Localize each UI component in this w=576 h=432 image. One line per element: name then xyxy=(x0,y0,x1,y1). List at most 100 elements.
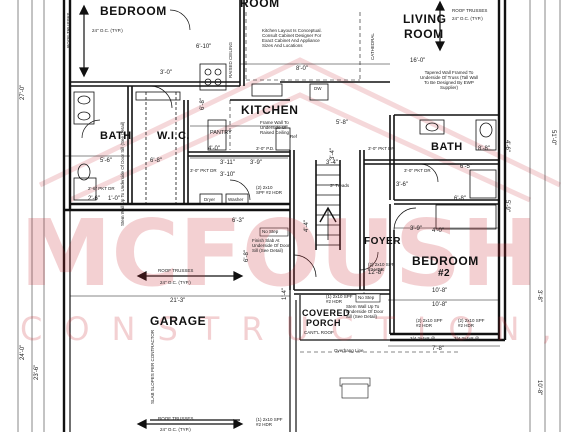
tag-markers xyxy=(259,227,381,399)
room-label-porch: PORCH xyxy=(306,318,342,328)
dim-d10: 10'-8" xyxy=(432,302,448,308)
raised-ceiling-text: RAISED CEILING xyxy=(228,41,233,78)
dim-d38: 1'-0" xyxy=(108,196,120,202)
dim-d43: 3'-0" PKT DR xyxy=(368,146,395,151)
watermark-house-outline xyxy=(38,57,562,203)
appliance-dryer: Dryer xyxy=(204,197,215,202)
room-label-covered: COVERED xyxy=(302,308,351,318)
note-header-6: (1) 2x10 SPF #2 HDR xyxy=(326,294,353,304)
room-label-pantry: PANTRY xyxy=(210,130,232,136)
dim-d12: 3'-9" xyxy=(410,226,422,232)
slab-slopes-text: SLAB SLOPES PER CONTRACTOR xyxy=(150,329,155,404)
dim-d5: 6'-8" xyxy=(150,158,162,164)
exterior-walls xyxy=(62,0,507,432)
roof-trusses-text: ROOF TRUSSES xyxy=(66,12,71,48)
dim-d15: 16'-0" xyxy=(410,58,426,64)
dim-d32-text: 1'-4" xyxy=(282,288,288,300)
dim-d30-text: 5'-9" xyxy=(504,200,510,212)
room-label-foyer: FOYER xyxy=(364,236,401,247)
dim-d29-text: 3'-8" xyxy=(536,290,542,302)
room-label-garage: GARAGE xyxy=(150,314,207,328)
note-header-4: (2) 2x10 SPF #2 HDR xyxy=(458,318,485,328)
dim-d42: 2'-6" PKT DR xyxy=(88,186,115,191)
appliance-ref: Ref xyxy=(290,134,298,139)
dim-d6: 3'-9" xyxy=(250,160,262,166)
watermark-sub: CONSTRUCTION, LLC xyxy=(20,310,576,348)
note-treads: 3" Treads xyxy=(330,183,350,188)
note-raised-ceiling: RAISED CEILING xyxy=(228,42,233,78)
truss-arrows xyxy=(79,0,445,429)
garage-outline xyxy=(69,210,390,432)
dim-d18: 3'-10" xyxy=(220,172,236,178)
room-label-kitchen: KITCHEN xyxy=(241,103,299,117)
dim-d14: 21'-3" xyxy=(170,298,186,304)
steps xyxy=(315,164,341,246)
dim-d35-text: 6'-8" xyxy=(244,250,250,262)
note-cathedral: CATHEDRAL xyxy=(370,33,375,60)
note-lintel-1: 3/4 2x4x8 @ xyxy=(410,336,436,341)
dim-d17: 6'-3" xyxy=(232,218,244,224)
dim-d1: 3'-0" xyxy=(160,70,172,76)
dim-d4: 5'-6" xyxy=(100,158,112,164)
note-roof-trusses-garage-1: ROOF TRUSSES xyxy=(158,268,194,273)
appliance-dw: DW xyxy=(314,86,322,91)
note-roof-trusses-right: ROOF TRUSSES xyxy=(452,8,488,13)
note-header-3: (2) 2x10 SPF #2 HDR xyxy=(416,318,443,328)
dim-d28: 10'-8" xyxy=(536,380,542,395)
dim-d34-text: 4'-4" xyxy=(304,220,310,232)
dim-d36-text: 6'-8" xyxy=(200,98,206,110)
dim-d9: 3'-4" xyxy=(326,160,338,166)
note-header-1: (2) 2x10 SPF #2 HDR xyxy=(256,185,283,195)
note-kitchen-layout: Kitchen Layout Is Conceptual. Consult Ca… xyxy=(262,28,322,48)
dim-d29: 3'-8" xyxy=(536,290,542,302)
room-label-living-2: ROOM xyxy=(404,27,444,41)
dim-d36: 6'-8" xyxy=(200,98,206,110)
dim-d33: 3'-4" xyxy=(330,148,336,160)
dim-d23: 6'-5" xyxy=(460,164,472,170)
note-stem-wall: Stem Wall Up To Underside Of Door Sill (… xyxy=(120,122,125,226)
room-label-room-top: ROOM xyxy=(240,0,280,10)
stem-wall-text: Stem Wall Up To Underside Of Door Sill (… xyxy=(120,121,125,226)
cathedral-text: CATHEDRAL xyxy=(370,33,375,60)
dim-d7: 4'-0" xyxy=(208,146,220,152)
note-finish-slab: Finish Slab At Underside Of Door Sill (S… xyxy=(252,238,290,253)
note-tapered-wall: Tapered Wall Framed To Underside Of Trus… xyxy=(419,70,479,90)
dim-d21: 3'-6" xyxy=(396,182,408,188)
dim-d25: 24'-0" xyxy=(20,345,26,360)
fixtures xyxy=(73,63,497,230)
dim-d31: 4'-6" xyxy=(504,140,510,152)
dim-d37: 2'-6" xyxy=(88,196,100,202)
dimension-lines xyxy=(17,0,561,432)
dim-d16: 5'-8" xyxy=(336,120,348,126)
note-roof-trusses-top-2: 24" O.C. (TYP.) xyxy=(92,28,123,33)
room-label-bedroom-top: BEDROOM xyxy=(100,4,167,18)
note-roof-trusses-garage-2: 24" O.C. (TYP.) xyxy=(160,280,191,285)
dim-d8: 3'-11" xyxy=(220,160,235,166)
dim-d26-text: 23'-6" xyxy=(34,364,40,380)
dim-d24: 27'-0" xyxy=(20,85,26,100)
dim-d3: 8'-0" xyxy=(296,66,308,72)
note-roof-trusses-bottom-2: 24" O.C. (TYP.) xyxy=(160,427,191,432)
note-porch-stem-wall: Stem Wall Up To Underside Of Door Sill (… xyxy=(346,304,384,319)
room-label-living-1: LIVING xyxy=(403,12,447,26)
interior-walls xyxy=(70,0,499,334)
dim-d22: 10'-8" xyxy=(432,288,448,294)
room-label-bath-left: BATH xyxy=(100,130,132,142)
dim-d41: 3'-0" PKT DR xyxy=(190,168,217,173)
note-lintel-2: 3/4 2x4x8 @ xyxy=(454,336,480,341)
room-label-bath-right: BATH xyxy=(431,141,463,153)
note-header-2: (2) 2x10 SPF #2 HDR xyxy=(368,262,395,272)
dim-d13: 6'-8" xyxy=(454,196,466,202)
dim-d24-text: 27'-0" xyxy=(20,84,26,100)
room-label-bedroom-2: BEDROOM xyxy=(412,254,479,268)
dim-d25-text: 24'-0" xyxy=(20,344,26,360)
dim-d34: 4'-4" xyxy=(304,220,310,232)
note-cant-roof: CANT'L ROOF xyxy=(304,330,334,335)
dim-d35: 6'-8" xyxy=(244,250,250,262)
dim-d30: 5'-9" xyxy=(504,200,510,212)
door-swings xyxy=(81,9,439,278)
dim-d27-text: 51'-0" xyxy=(550,130,556,146)
dim-d2: 6'-10" xyxy=(196,44,212,50)
dim-d44: 7'-8" xyxy=(432,346,444,352)
